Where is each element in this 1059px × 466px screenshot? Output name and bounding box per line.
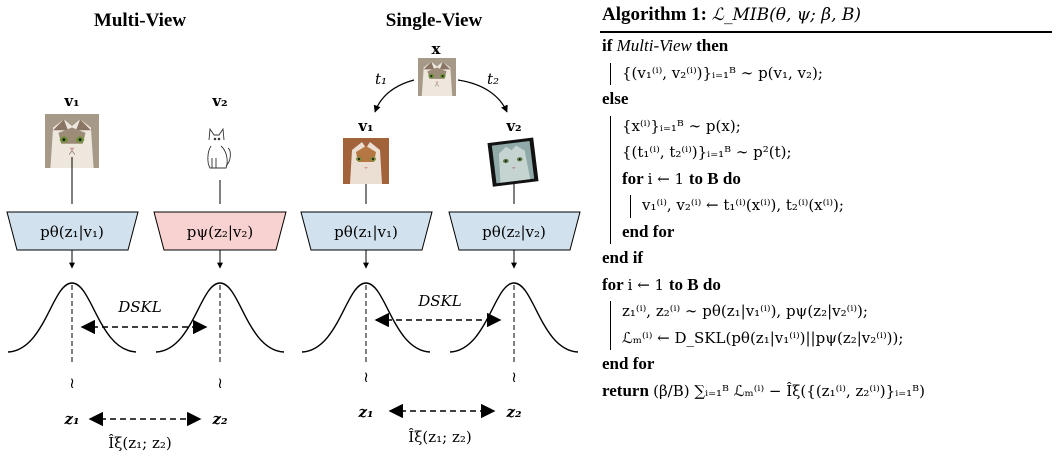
algorithm-indent-bar (610, 62, 611, 85)
mv-divergence-label: DSKL (117, 298, 162, 316)
mv-sim-1: ≀ (69, 374, 75, 392)
algorithm-rule (600, 31, 1052, 33)
sv-sim-2: ≀ (511, 368, 517, 386)
sv-gaussian-2 (449, 282, 579, 353)
mv-mi-estimator: Îξ(z₁; z₂) (108, 434, 172, 452)
algorithm-line-kw-a: end for (622, 221, 675, 241)
sv-encoder-2-box (448, 211, 581, 251)
algorithm-title-prefix: Algorithm 1: (602, 4, 712, 25)
mv-encoder-2-box (153, 211, 287, 251)
algorithm-line: for i ← 1 to B do (602, 275, 721, 295)
algorithm-title-math: ℒ_MIB(θ, ψ; β, B) (711, 5, 862, 25)
sv-aug-arrow-1 (373, 79, 415, 113)
mv-gaussian-1 (7, 282, 137, 353)
algorithm-line-text: (β/B) ∑ᵢ₌₁ᴮ ℒₘ⁽ⁱ⁾ − Îξ({(z₁⁽ⁱ⁾, z₂⁽ⁱ⁾)}ᵢ… (653, 381, 925, 400)
sv-sim-1: ≀ (363, 368, 369, 386)
sv-cat-view-2 (487, 137, 539, 187)
mv-sim-2: ≀ (217, 374, 223, 392)
mv-gaussian-2 (155, 282, 285, 353)
algorithm-line-kw-b: then (691, 36, 729, 55)
algorithm-line: ℒₘ⁽ⁱ⁾ ← D_SKL(pθ(z₁|v₁⁽ⁱ⁾)||pψ(z₂|v₂⁽ⁱ⁾)… (622, 328, 903, 348)
algorithm-line-kw-a: return (602, 380, 654, 400)
algorithm-line-it: Multi-View (616, 36, 692, 55)
algorithm-line-text: {(v₁⁽ⁱ⁾, v₂⁽ⁱ⁾)}ᵢ₌₁ᴮ ∼ p(v₁, v₂); (622, 63, 823, 82)
algorithm-line-kw-a: else (602, 89, 629, 108)
sv-cat-view-1 (343, 138, 389, 184)
mv-view1-label: v₁ (63, 92, 79, 110)
algorithm-line: end for (622, 222, 674, 242)
sv-view1-label: v₁ (357, 117, 373, 135)
algorithm-line: end for (602, 354, 654, 374)
algorithm-line-text: ℒₘ⁽ⁱ⁾ ← D_SKL(pθ(z₁|v₁⁽ⁱ⁾)||pψ(z₂|v₂⁽ⁱ⁾)… (622, 328, 904, 347)
algorithm-line-kw-a: for (622, 168, 648, 188)
algorithm-line: if Multi-View then (602, 36, 728, 56)
algorithm-indent-bar (610, 115, 611, 244)
algorithm-line-kw-a: end if (602, 248, 644, 267)
algorithm-title: Algorithm 1: ℒ_MIB(θ, ψ; β, B) (602, 4, 861, 26)
mv-cat-sketch (207, 127, 231, 169)
multi-view-title: Multi-View (94, 10, 186, 31)
algorithm-line-text: i ← 1 (647, 169, 689, 188)
algorithm-box: Algorithm 1: ℒ_MIB(θ, ψ; β, B) if Multi-… (600, 0, 1059, 466)
algorithm-line: return (β/B) ∑ᵢ₌₁ᴮ ℒₘ⁽ⁱ⁾ − Îξ({(z₁⁽ⁱ⁾, z… (602, 381, 925, 401)
sv-sample-z1: z₁ (357, 403, 373, 421)
sv-aug-arrow-2 (457, 79, 508, 113)
sv-input-cat (417, 57, 457, 97)
algorithm-line: end if (602, 248, 643, 268)
algorithm-line: {(v₁⁽ⁱ⁾, v₂⁽ⁱ⁾)}ᵢ₌₁ᴮ ∼ p(v₁, v₂); (622, 63, 823, 83)
sv-view2-label: v₂ (505, 117, 521, 135)
sv-encoder-2-label: pθ(z₂|v₂) (482, 223, 546, 241)
algorithm-line-text: z₁⁽ⁱ⁾, z₂⁽ⁱ⁾ ∼ pθ(z₁|v₁⁽ⁱ⁾), pψ(z₂|v₂⁽ⁱ⁾… (622, 302, 868, 320)
algorithm-line: {(t₁⁽ⁱ⁾, t₂⁽ⁱ⁾)}ᵢ₌₁ᴮ ∼ p²(t); (622, 142, 792, 162)
algorithm-indent-bar (610, 301, 611, 350)
sv-encoder-1-label: pθ(z₁|v₁) (334, 223, 398, 241)
algorithm-line: else (602, 89, 628, 109)
sv-mi-estimator: Îξ(z₁; z₂) (408, 428, 472, 446)
sv-encoder-1-box (300, 211, 433, 251)
algorithm-line-text: {x⁽ⁱ⁾}ᵢ₌₁ᴮ ∼ p(x); (622, 116, 741, 135)
algorithm-line-kw-a: if (602, 36, 617, 55)
mv-sample-z2: z₂ (211, 410, 228, 428)
sv-divergence-label: DSKL (417, 292, 462, 310)
mv-encoder-1-label: pθ(z₁|v₁) (40, 223, 104, 241)
algorithm-line: for i ← 1 to B do (622, 169, 741, 189)
mv-encoder-1-box (6, 211, 139, 251)
algorithm-line: z₁⁽ⁱ⁾, z₂⁽ⁱ⁾ ∼ pθ(z₁|v₁⁽ⁱ⁾), pψ(z₂|v₂⁽ⁱ⁾… (622, 301, 868, 321)
algorithm-indent-bar (630, 195, 631, 218)
algorithm-line-kw-a: for (602, 274, 628, 294)
mv-sample-z1: z₁ (63, 410, 79, 428)
mv-view2-label: v₂ (211, 92, 227, 110)
method-figure: Multi-View v₁ v₂ pθ(z₁|v₁) pψ(z₂|v₂) DSK… (6, 10, 581, 452)
sv-aug-t2: t₂ (487, 70, 499, 88)
algorithm-line-kw-b: to B do (668, 274, 721, 294)
sv-input-label: x (432, 40, 442, 58)
algorithm-line-kw-a: end for (602, 354, 655, 373)
algorithm-line: v₁⁽ⁱ⁾, v₂⁽ⁱ⁾ ← t₁⁽ⁱ⁾(x⁽ⁱ⁾), t₂⁽ⁱ⁾(x⁽ⁱ⁾); (642, 195, 844, 215)
algorithm-line: {x⁽ⁱ⁾}ᵢ₌₁ᴮ ∼ p(x); (622, 116, 741, 136)
single-view-title: Single-View (386, 10, 483, 31)
sv-aug-t1: t₁ (375, 70, 387, 88)
algorithm-line-text: v₁⁽ⁱ⁾, v₂⁽ⁱ⁾ ← t₁⁽ⁱ⁾(x⁽ⁱ⁾), t₂⁽ⁱ⁾(x⁽ⁱ⁾); (642, 196, 844, 214)
mv-encoder-2-label: pψ(z₂|v₂) (187, 223, 254, 241)
algorithm-line-text: i ← 1 (627, 275, 669, 294)
sv-gaussian-1 (301, 282, 431, 353)
algorithm-line-text: {(t₁⁽ⁱ⁾, t₂⁽ⁱ⁾)}ᵢ₌₁ᴮ ∼ p²(t); (622, 143, 792, 161)
sv-sample-z2: z₂ (505, 403, 522, 421)
algorithm-line-kw-b: to B do (688, 168, 741, 188)
